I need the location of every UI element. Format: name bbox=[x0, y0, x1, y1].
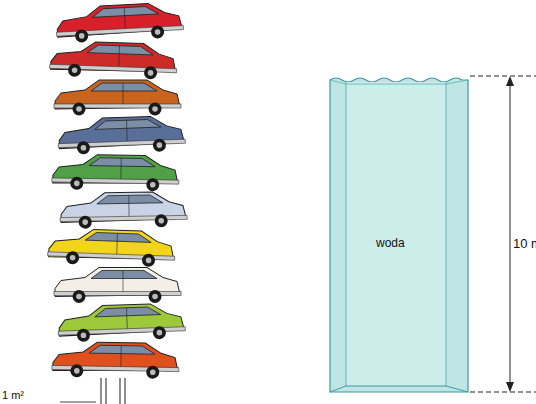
water-column: woda bbox=[328, 72, 474, 398]
car bbox=[57, 303, 185, 343]
pillar bbox=[60, 378, 125, 404]
car bbox=[54, 268, 181, 304]
car bbox=[57, 115, 185, 155]
car bbox=[55, 2, 184, 44]
car bbox=[49, 40, 177, 80]
node-text: woda bbox=[376, 236, 405, 250]
car bbox=[60, 191, 188, 229]
car bbox=[54, 80, 181, 116]
car bbox=[47, 228, 175, 268]
car bbox=[52, 154, 180, 192]
car bbox=[52, 341, 180, 379]
dimension-label: 10 m bbox=[513, 236, 536, 251]
water-box bbox=[328, 72, 474, 398]
area-label: 1 m² bbox=[2, 389, 24, 401]
dimension-line bbox=[470, 76, 536, 392]
car-stack bbox=[47, 2, 187, 380]
